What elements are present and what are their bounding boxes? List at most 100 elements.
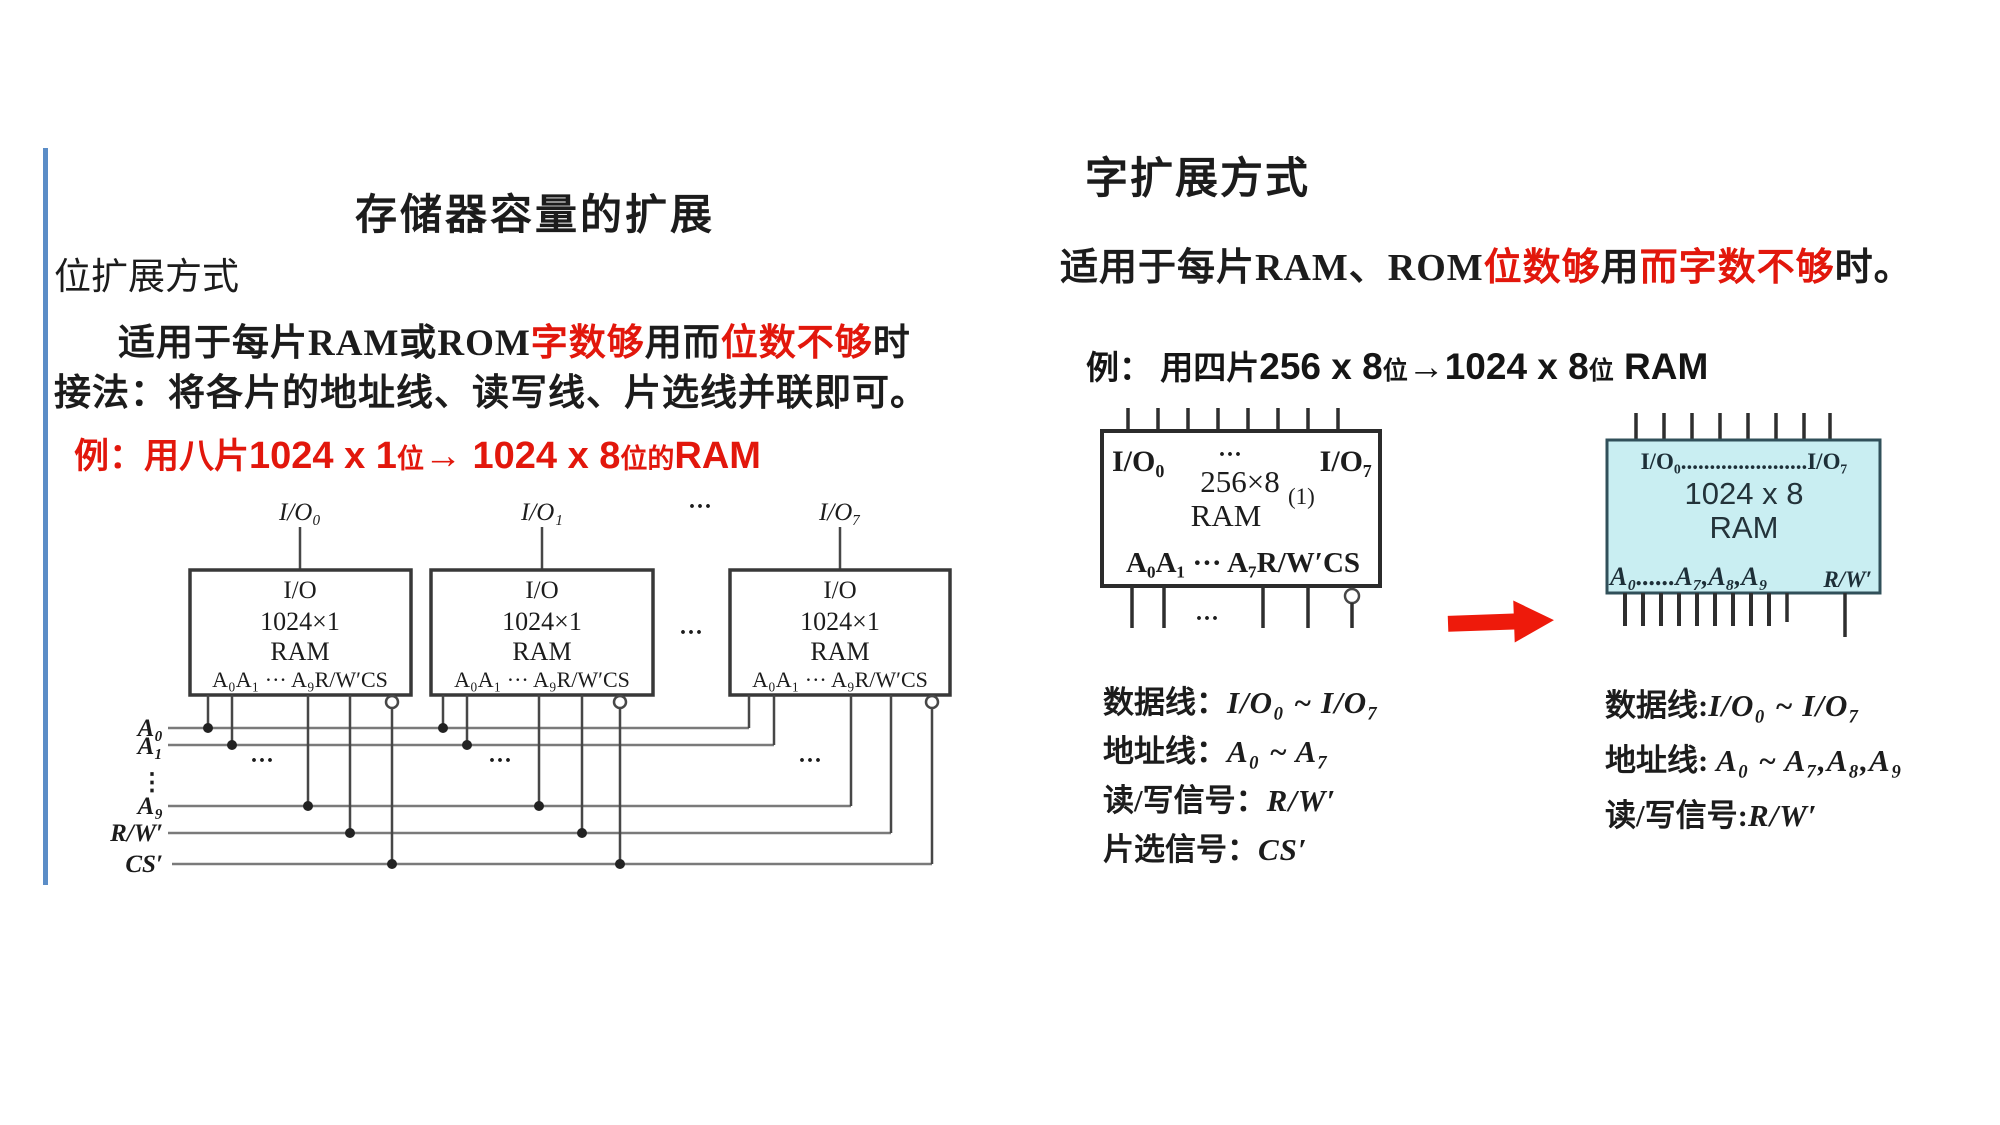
para-text: 用 [1600,247,1640,289]
arrow-glyph: → [1407,346,1445,387]
list-item: 数据线：I/O₀ ~ I/O₇ [1103,678,1379,727]
junction-dot [203,723,213,733]
chip-pin-row: A₀A₁ ··· A₉R/W′CS [212,667,388,692]
chip-pin-row: A₀A₁ ··· A₇R/W′CS [1126,547,1360,579]
chip-type: RAM [512,637,571,666]
para-text: 时。 [1834,247,1913,289]
example-unit-2: 位的 [620,444,675,474]
signal-value: R/W′ [1266,783,1337,818]
left-accent-bar [43,148,48,885]
junction-dot [534,801,544,811]
pin-ellipsis: ··· [1195,606,1219,632]
chip-1-pins: ··· [203,694,400,869]
chip-2-pins: ··· [438,694,628,869]
ram-chip-2-body [429,568,655,697]
chip-type: RAM [270,637,329,666]
signal-value: CS′ [1258,832,1308,867]
cs-bubble [1343,587,1361,605]
page-title: 存储器容量的扩展 [354,191,715,238]
red-arrow [1447,600,1554,643]
chip-capacity: 1024×1 [502,607,582,636]
ram-chip-1-body [188,568,413,697]
bus-a0-label: A₀ [136,715,163,742]
ram-chip-2: I/O 1024×1 RAM A₀A₁ ··· A₉R/W′CS [429,568,655,697]
junction-dot [345,828,355,838]
list-item: 地址线: A₀ ~ A₇,A₈,A₉ [1605,733,1903,788]
chip-pin-row: A₀A₁ ··· A₉R/W′CS [454,667,630,692]
example-ram-label: RAM [674,435,761,477]
example-prefix: 例：用八片 [74,437,250,476]
word-expansion-heading: 字扩展方式 [1085,155,1310,203]
bus-vdots: ⋮ [140,770,164,796]
chip-io0-label: I/O₀ [1112,445,1164,478]
signal-list-256: 数据线：I/O₀ ~ I/O₇ 地址线：A₀ ~ A₇ 读/写信号：R/W′ 片… [1103,678,1379,874]
bus-rw-label: R/W′ [109,820,163,847]
chip-capacity: 1024×1 [800,607,880,636]
chip-rw-label: R/W′ [1822,567,1872,592]
signal-list-1024: 数据线:I/O₀ ~ I/O₇ 地址线: A₀ ~ A₇,A₈,A₉ 读/写信号… [1605,678,1903,843]
signal-label: 数据线: [1605,688,1709,723]
signal-value: I/O₀ ~ I/O₇ [1708,688,1861,723]
chip-pin-row: A₀A₁ ··· A₉R/W′CS [752,667,928,692]
para-text: 适用于每片RAM、ROM [1060,247,1484,289]
para-highlight: 位数不够 [720,323,873,364]
ram-chip-3-body [728,568,952,697]
signal-label: 读/写信号: [1605,798,1748,833]
bus-a1-label: A₁ [136,733,163,760]
example-prefix: 例： 用四片 [1086,351,1260,387]
signal-value: R/W′ [1747,798,1818,833]
pin-ellipsis: ··· [488,748,512,774]
bit-expansion-heading: 位扩展方式 [54,256,239,297]
para-text: 用而 [644,323,721,364]
word-expansion-diagram: I/O₀ ··· I/O₇ 256×8 (1) RAM A₀A₁ ··· A₇R… [1100,408,1882,643]
chip-io-label: I/O [283,577,316,604]
para-text: 时 [872,323,911,364]
bit-expansion-example: 例：用八片1024 x 1位→ 1024 x 8位的RAM [74,428,761,479]
list-item: 读/写信号：R/W′ [1103,776,1379,825]
signal-label: 地址线： [1103,734,1227,769]
word-expansion-example: 例： 用四片256 x 8位→1024 x 8位 RAM [1086,341,1708,389]
chip-type: RAM [1191,498,1262,533]
para-text: 适用于每片RAM或ROM [118,323,531,364]
signal-value: A₀ ~ A₇ [1227,734,1329,769]
io-top-labels: I/O₀ I/O₁ ··· I/O₇ [278,494,861,526]
pin-ellipsis: ··· [798,748,822,774]
list-item: 片选信号：CS′ [1103,825,1379,874]
io7-label: I/O₇ [818,499,861,526]
para-highlight: 字数够 [530,323,645,364]
bus-lines [168,726,932,866]
chip-capacity: 256×8 [1200,464,1279,499]
bit-expansion-description: 适用于每片RAM或ROM字数够用而位数不够时 [118,312,911,366]
chip-3-pins: ··· [747,694,940,864]
ram-256-chip: I/O₀ ··· I/O₇ 256×8 (1) RAM A₀A₁ ··· A₇R… [1100,408,1382,632]
signal-label: 数据线： [1103,685,1227,720]
chip-io-label: I/O [525,577,558,604]
chip-io-label: I/O [823,577,856,604]
junction-dot [303,801,313,811]
ram-256-body [1100,429,1382,588]
example-size-2: 1024 x 8 [472,435,621,477]
list-item: 地址线：A₀ ~ A₇ [1103,727,1379,776]
signal-label: 地址线: [1605,743,1717,778]
para-highlight: 位数够 [1483,247,1601,289]
junction-dot [577,828,587,838]
bus-cs-label: CS′ [125,851,163,878]
io1-label: I/O₁ [520,499,563,526]
cs-bubble [612,694,628,710]
ram-1024-chip: I/O₀......................I/O₇ 1024 x 8 … [1605,413,1882,637]
bus-labels: A₀ A₁ ⋮ A₉ R/W′ CS′ [109,715,164,878]
example-unit-1: 位 [396,444,424,474]
io-ellipsis: ··· [688,494,712,520]
signal-label: 片选信号： [1103,832,1258,867]
chip-number: (1) [1288,484,1315,509]
example-ram-label: RAM [1613,346,1709,387]
chip-type: RAM [1710,510,1779,545]
junction-dot [462,740,472,750]
cs-bubble [924,694,940,710]
junction-dot [387,859,397,869]
junction-dot [615,859,625,869]
chip-address-row: A₀......A₇,A₈,A₉ [1608,562,1768,591]
junction-dot [438,723,448,733]
list-item: 数据线:I/O₀ ~ I/O₇ [1605,678,1903,733]
para-highlight: 而字数不够 [1639,247,1835,289]
